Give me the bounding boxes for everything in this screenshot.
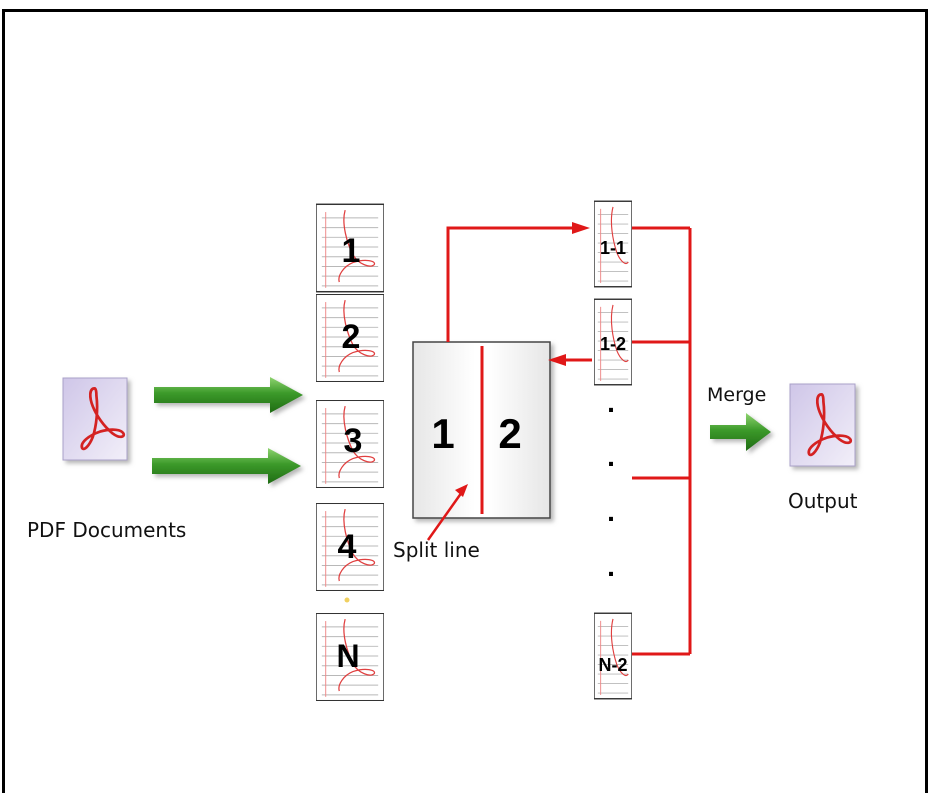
ellipsis-dot-2: .: [607, 441, 615, 472]
connector-to-1-1: [446, 226, 575, 342]
merge-arrow: [710, 413, 771, 451]
split-line-label: Split line: [393, 538, 480, 562]
connector-to-1-2: [548, 354, 592, 366]
pdf-documents-icon: [62, 377, 128, 461]
split-page-n-2-label: N-2: [598, 655, 627, 675]
split-line-pointer: [426, 484, 468, 541]
arrow-to-pages-bottom: [152, 448, 301, 484]
ellipsis-dot-1: .: [607, 387, 615, 418]
split-half-1-label: 1: [431, 410, 454, 457]
page-4-label: 4: [338, 528, 357, 566]
split-page-1-1-label: 1-1: [600, 238, 626, 258]
page-1-label: 1: [342, 232, 361, 270]
pdf-documents-label: PDF Documents: [27, 518, 187, 542]
arrowhead-to-1-1: [572, 222, 590, 234]
ellipsis-dot-4: .: [607, 551, 615, 582]
page-3-label: 3: [344, 422, 363, 460]
page-n-label: N: [336, 638, 359, 674]
split-half-2-label: 2: [498, 410, 521, 457]
page-2-label: 2: [342, 318, 361, 356]
diagram-frame: [2, 9, 928, 793]
page-gap-dot: [344, 597, 350, 603]
merge-bracket: [632, 226, 692, 656]
output-label: Output: [788, 489, 858, 513]
split-page-1-2-label: 1-2: [600, 334, 626, 354]
merge-label: Merge: [707, 384, 767, 406]
output-pdf-icon: [789, 383, 856, 467]
arrow-to-pages-top: [154, 377, 303, 413]
ellipsis-dot-3: .: [607, 496, 615, 527]
